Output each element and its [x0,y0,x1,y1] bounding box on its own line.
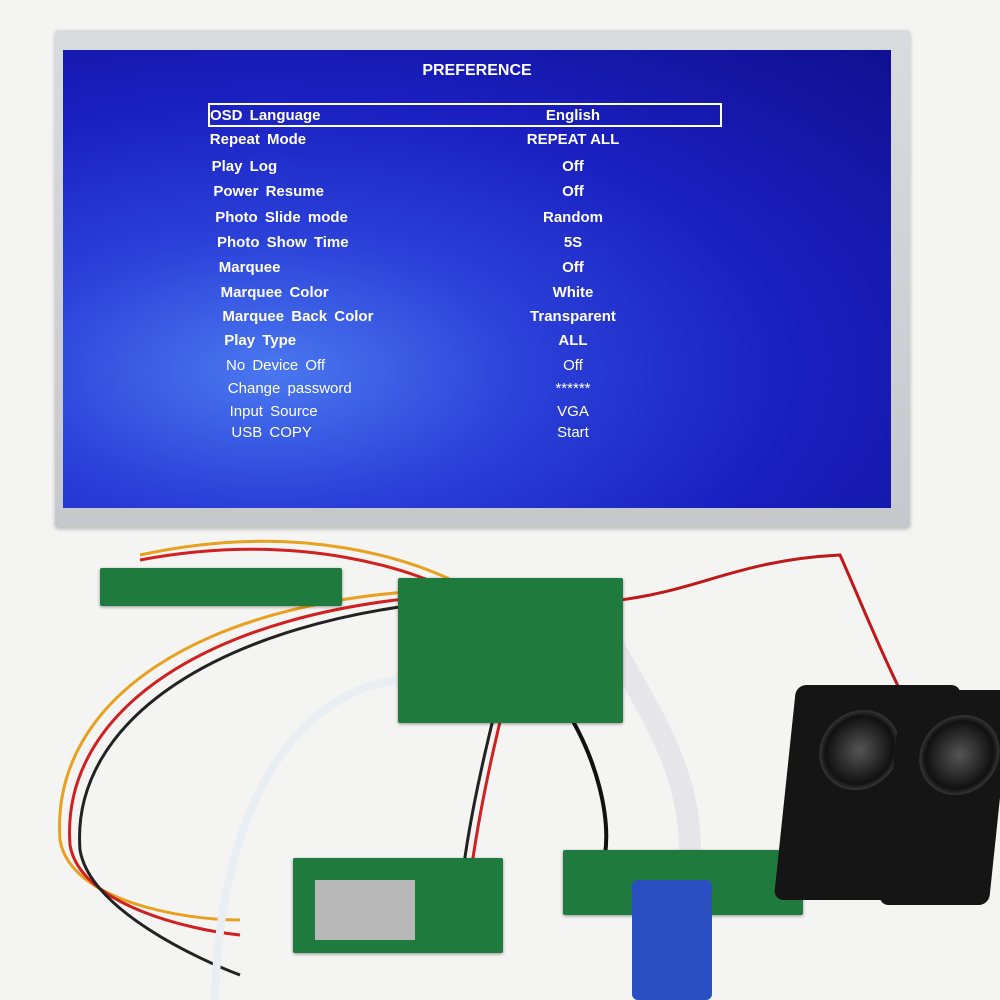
osd-item-label: USB COPY [231,424,312,441]
osd-menu-item[interactable]: Play Log Off [212,156,692,178]
osd-item-label: Repeat Mode [209,131,307,148]
osd-menu-item[interactable]: Marquee Color White [221,282,701,304]
osd-menu-item[interactable]: Play Type ALL [224,330,704,352]
main-driver-board [398,578,623,723]
sd-card-slot [315,880,415,940]
osd-item-label: Marquee Back Color [222,308,374,325]
osd-menu-item[interactable]: USB COPY Start [231,422,711,444]
osd-menu-item[interactable]: Marquee Off [219,257,699,279]
osd-menu-item[interactable]: Change password ****** [228,378,708,400]
osd-menu-item[interactable]: Repeat Mode REPEAT ALL [210,129,690,151]
osd-item-label: Power Resume [213,183,324,200]
vga-connector [632,880,712,1000]
osd-menu-item[interactable]: OSD Language English [208,103,722,127]
inverter-board [100,568,342,606]
osd-item-label: Play Log [211,158,278,175]
osd-item-value: Start [557,424,589,441]
osd-item-label: Marquee [218,259,281,276]
osd-item-label: Change password [227,380,352,397]
osd-item-value: Off [562,158,584,175]
osd-menu-item[interactable]: Power Resume Off [213,181,693,203]
osd-menu-item[interactable]: No Device Off Off [226,355,706,377]
osd-menu-item[interactable]: Photo Show Time 5S [217,232,697,254]
speaker-right [878,690,1000,905]
osd-item-label: Input Source [229,403,318,420]
osd-item-label: OSD Language [210,107,321,124]
osd-item-label: Play Type [224,332,297,349]
osd-item-label: Photo Show Time [217,234,349,251]
osd-title: PREFERENCE [422,62,532,79]
osd-item-value: Off [563,357,583,374]
osd-item-value: Off [562,259,584,276]
osd-menu-item[interactable]: Input Source VGA [230,401,710,423]
osd-item-label: Photo Slide mode [215,209,348,226]
osd-item-label: No Device Off [226,357,326,374]
osd-item-value: Random [542,209,603,226]
osd-item-value: 5S [563,234,583,251]
osd-item-value: ALL [558,332,588,349]
osd-item-value: REPEAT ALL [526,131,620,148]
osd-menu-item[interactable]: Marquee Back Color Transparent [222,306,702,328]
osd-item-value: VGA [557,403,589,420]
osd-item-label: Marquee Color [220,284,329,301]
osd-item-value: Off [562,183,584,200]
osd-item-value: English [545,107,601,124]
osd-item-value: ****** [555,380,591,397]
osd-item-value: Transparent [530,308,616,325]
osd-menu-item[interactable]: Photo Slide mode Random [215,207,695,229]
osd-item-value: White [552,284,594,301]
